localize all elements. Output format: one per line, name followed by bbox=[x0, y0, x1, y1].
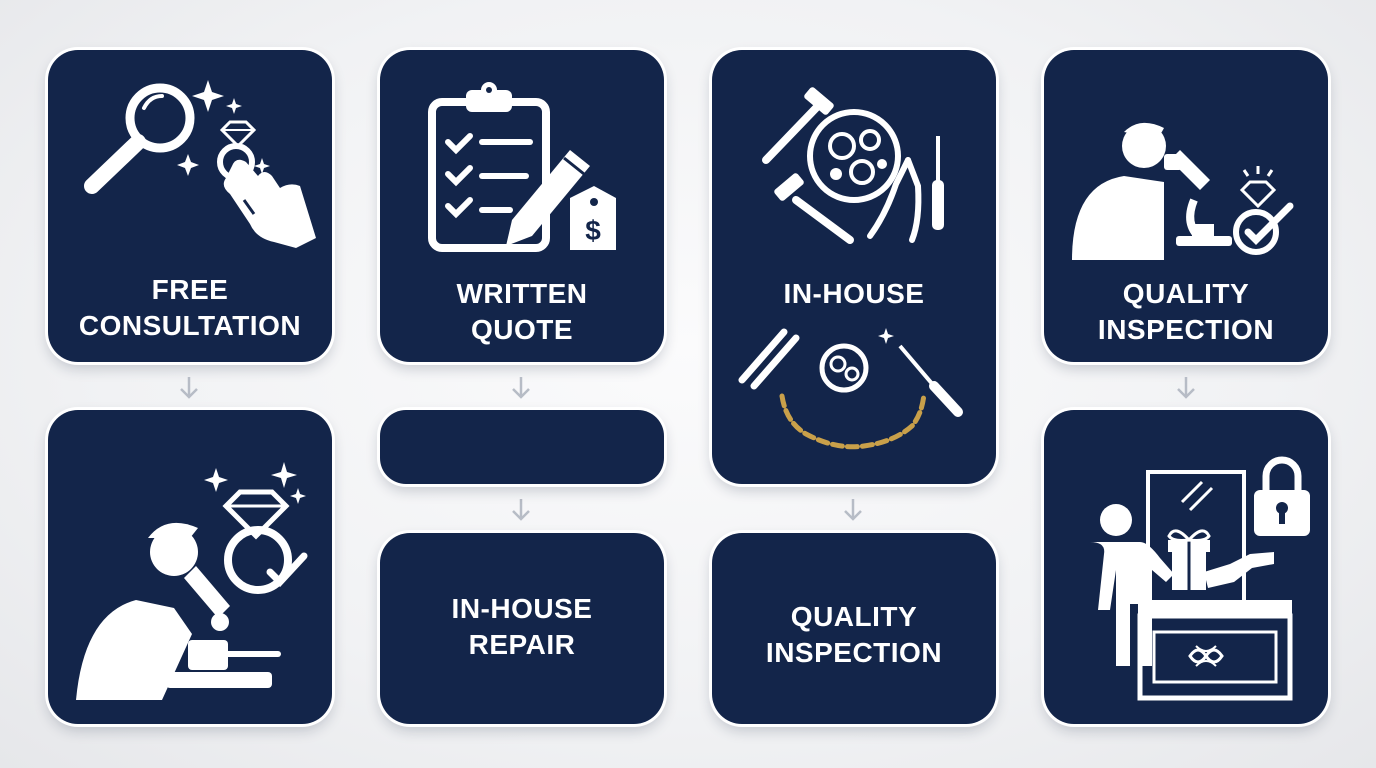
in-house-repair-card: IN-HOUSE REPAIR bbox=[380, 533, 664, 724]
secure-counter-gift-handoff-icon bbox=[1090, 456, 1310, 701]
arrow-down-icon bbox=[512, 377, 530, 399]
secure-pickup-card bbox=[1044, 410, 1328, 724]
svg-text:$: $ bbox=[585, 215, 601, 246]
jeweler-microscope-icon bbox=[1072, 122, 1294, 260]
free-consultation-card: FREE CONSULTATION bbox=[48, 50, 332, 362]
quality-inspection-top-label: QUALITY INSPECTION bbox=[1097, 278, 1275, 345]
quality-inspection-top-card: QUALITY INSPECTION bbox=[1044, 50, 1328, 362]
quality-inspection-bottom-card: QUALITY INSPECTION bbox=[712, 533, 996, 724]
inspection-microscope-card bbox=[48, 410, 332, 724]
quality-inspection-bottom-label: QUALITY INSPECTION bbox=[765, 601, 943, 668]
free-consultation-label: FREE CONSULTATION bbox=[78, 274, 302, 341]
arrow-down-icon bbox=[1177, 377, 1195, 399]
in-house-tools-label: IN-HOUSE bbox=[783, 278, 925, 309]
watch-tools-icon bbox=[738, 87, 963, 450]
blank-step-card bbox=[380, 410, 664, 484]
written-quote-label: WRITTEN QUOTE bbox=[456, 278, 588, 345]
magnifier-ring-hand-icon bbox=[84, 80, 316, 248]
arrow-down-icon bbox=[844, 499, 862, 521]
arrow-down-icon bbox=[512, 499, 530, 521]
written-quote-card: $ WRITTEN QUOTE bbox=[380, 50, 664, 362]
clipboard-price-tag-icon: $ bbox=[428, 82, 616, 252]
in-house-tools-card: IN-HOUSE bbox=[712, 50, 996, 484]
microscope-diamond-ring-icon bbox=[76, 462, 308, 700]
in-house-repair-label: IN-HOUSE REPAIR bbox=[451, 593, 593, 660]
arrow-down-icon bbox=[180, 377, 198, 399]
